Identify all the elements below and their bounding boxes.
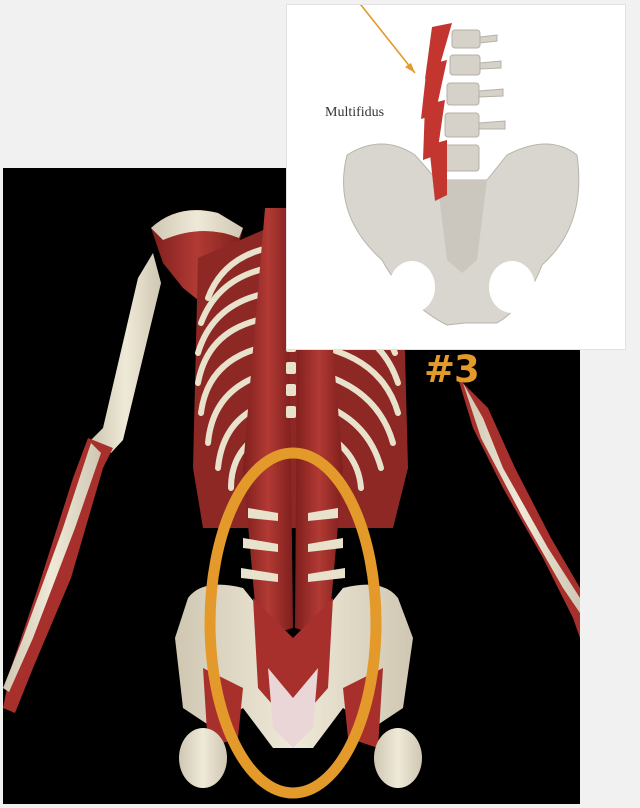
multifidus-muscle [421,23,452,201]
lumbar-vertebrae [241,508,345,582]
right-forearm-bone [463,383,580,613]
left-forearm-muscle [3,438,113,713]
pointer-arrow-line [359,5,416,74]
multifidus-label: Multifidus [325,105,385,120]
right-femur [374,728,422,788]
left-humerus [91,253,161,453]
lumbar-spine [442,29,506,172]
pelvis-multifidus-illustration [343,5,580,326]
right-obturator [489,261,535,313]
left-obturator [389,261,435,313]
sacrum [437,180,487,273]
left-forearm-bone [3,443,101,692]
left-femur [179,728,227,788]
multifidus-inset: Multifidus [286,4,626,350]
sacrum-fascia [268,668,318,748]
left-erector-spinae [243,208,293,638]
lumbar-highlight-ellipse [204,447,382,799]
pointer-arrow-head [405,63,415,73]
left-scapula-spine [151,210,243,240]
step-number: #3 [424,348,480,391]
